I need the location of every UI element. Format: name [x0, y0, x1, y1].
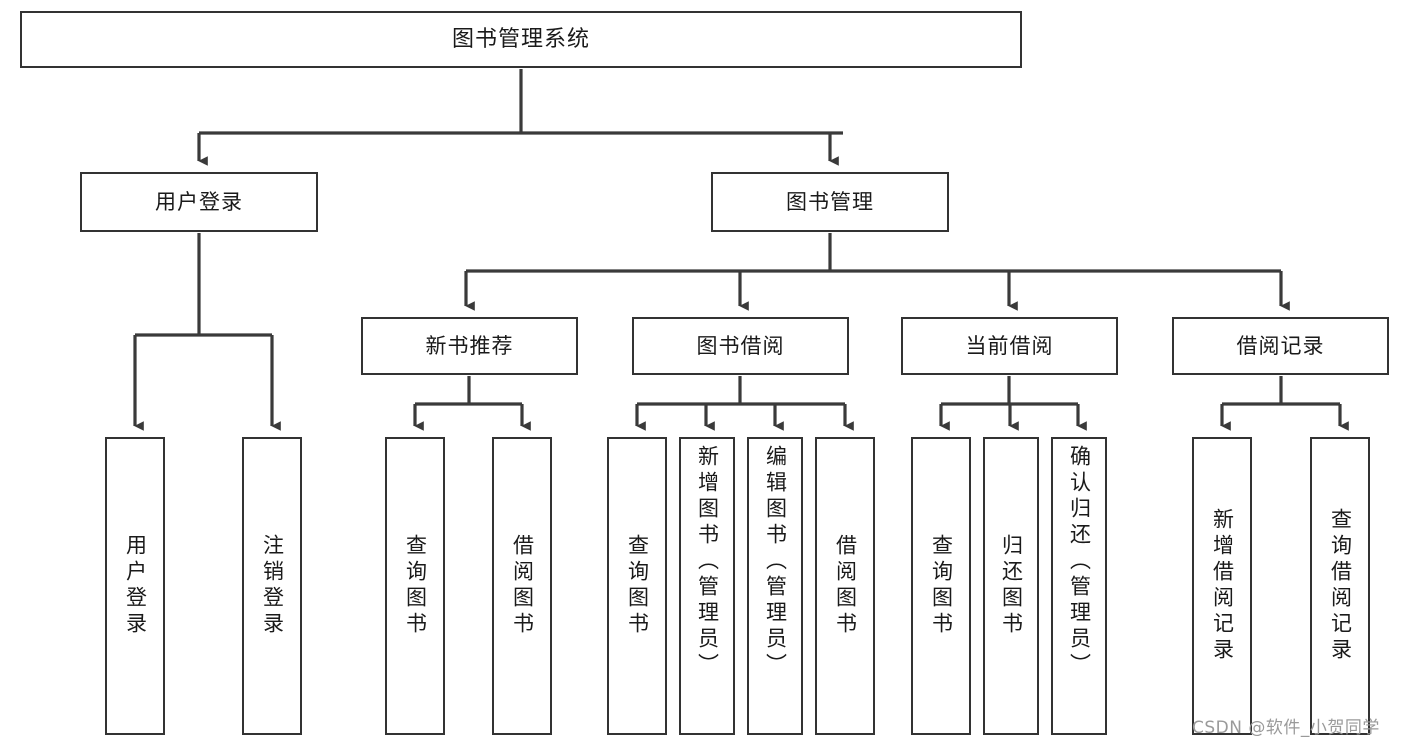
leaf-query-book-2[interactable]: 查询图书 — [607, 437, 667, 735]
node-borrow-record[interactable]: 借阅记录 — [1172, 317, 1389, 375]
node-new-book-recommend-label: 新书推荐 — [425, 333, 514, 358]
node-current-borrow[interactable]: 当前借阅 — [901, 317, 1118, 375]
node-root-system[interactable]: 图书管理系统 — [20, 11, 1022, 68]
leaf-add-book-admin[interactable]: 新增图书（管理员） — [679, 437, 735, 735]
leaf-query-borrow-record[interactable]: 查询借阅记录 — [1310, 437, 1370, 735]
leaf-return-book-label: 归还图书 — [999, 534, 1024, 638]
leaf-query-book-1[interactable]: 查询图书 — [385, 437, 445, 735]
leaf-query-book-1-label: 查询图书 — [403, 534, 428, 638]
node-new-book-recommend[interactable]: 新书推荐 — [361, 317, 578, 375]
leaf-user-login-label: 用户登录 — [123, 534, 148, 638]
leaf-add-borrow-record[interactable]: 新增借阅记录 — [1192, 437, 1252, 735]
leaf-add-borrow-record-label: 新增借阅记录 — [1210, 508, 1235, 664]
leaf-logout[interactable]: 注销登录 — [242, 437, 302, 735]
leaf-borrow-book-1[interactable]: 借阅图书 — [492, 437, 552, 735]
leaf-return-book[interactable]: 归还图书 — [983, 437, 1039, 735]
node-root-system-label: 图书管理系统 — [451, 26, 590, 52]
leaf-edit-book-admin[interactable]: 编辑图书（管理员） — [747, 437, 803, 735]
leaf-query-borrow-record-label: 查询借阅记录 — [1328, 508, 1353, 664]
leaf-add-book-admin-label: 新增图书（管理员） — [695, 445, 720, 679]
leaf-edit-book-admin-label: 编辑图书（管理员） — [763, 445, 788, 679]
node-book-manage-label: 图书管理 — [786, 189, 874, 214]
leaf-logout-label: 注销登录 — [260, 534, 285, 638]
leaf-query-book-2-label: 查询图书 — [625, 534, 650, 638]
leaf-borrow-book-2[interactable]: 借阅图书 — [815, 437, 875, 735]
leaf-query-book-3-label: 查询图书 — [929, 534, 954, 638]
node-book-borrow-label: 图书借阅 — [696, 333, 785, 358]
node-borrow-record-label: 借阅记录 — [1236, 333, 1325, 358]
node-current-borrow-label: 当前借阅 — [965, 333, 1054, 358]
leaf-borrow-book-1-label: 借阅图书 — [510, 534, 535, 638]
leaf-confirm-return-admin-label: 确认归还（管理员） — [1067, 445, 1092, 679]
node-user-login-label: 用户登录 — [155, 189, 243, 214]
leaf-confirm-return-admin[interactable]: 确认归还（管理员） — [1051, 437, 1107, 735]
node-book-manage[interactable]: 图书管理 — [711, 172, 949, 232]
leaf-query-book-3[interactable]: 查询图书 — [911, 437, 971, 735]
leaf-user-login[interactable]: 用户登录 — [105, 437, 165, 735]
node-book-borrow[interactable]: 图书借阅 — [632, 317, 849, 375]
node-user-login[interactable]: 用户登录 — [80, 172, 318, 232]
leaf-borrow-book-2-label: 借阅图书 — [833, 534, 858, 638]
